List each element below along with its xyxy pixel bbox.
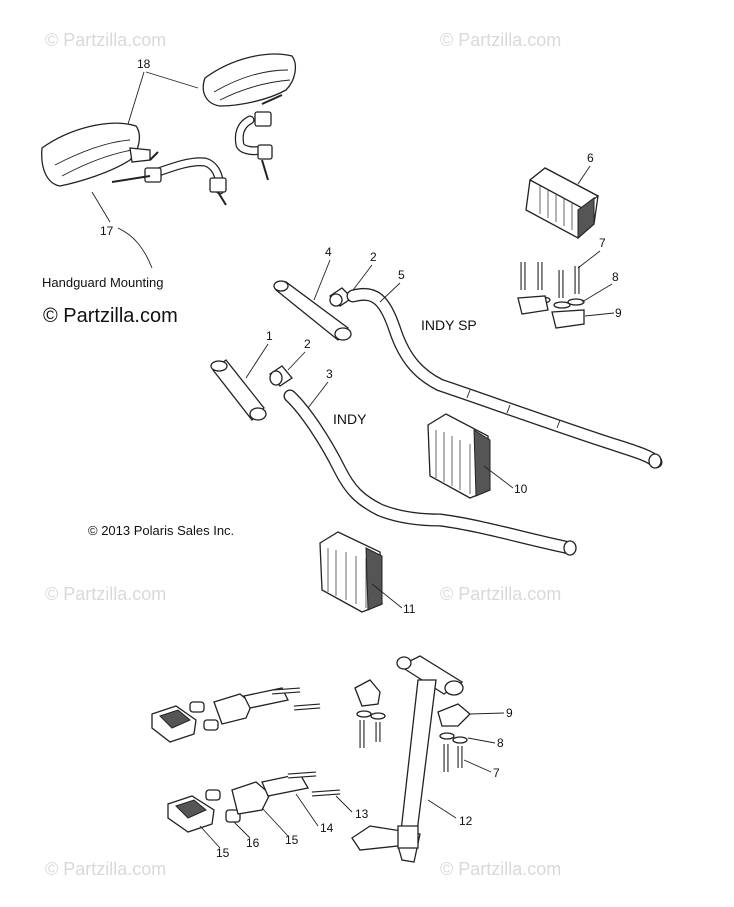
part-14-plate: [261, 773, 310, 797]
callout-13: 13: [355, 807, 369, 821]
part-10-pad: [427, 413, 491, 499]
callout-12: 12: [459, 814, 473, 828]
callout-7-upper: 7: [599, 236, 606, 250]
copyright-text: © 2013 Polaris Sales Inc.: [88, 523, 234, 538]
part-16-spacer: [225, 809, 241, 823]
indy-label: INDY: [333, 411, 367, 427]
part-3-handlebar-indy: [283, 389, 577, 556]
callout-15: 15: [216, 846, 230, 860]
callout-17: 17: [100, 224, 114, 238]
callout-14: 14: [320, 821, 334, 835]
handguard-right: [202, 53, 297, 107]
callout-2-upper: 2: [370, 250, 377, 264]
callout-4: 4: [325, 245, 332, 259]
partzilla-brand: © Partzilla.com: [43, 305, 178, 327]
part-11-pad: [319, 531, 383, 613]
part-15-riser-block-b: [231, 781, 271, 815]
riser-lower-row: [167, 771, 341, 833]
part-5-handlebar-indy-sp: [346, 287, 663, 469]
callout-2-lower: 2: [304, 337, 311, 351]
riser-upper-row: [151, 687, 321, 743]
watermark: © Partzilla.com: [440, 859, 561, 879]
callout-16: 16: [246, 836, 260, 850]
watermark: © Partzilla.com: [440, 30, 561, 50]
callout-3: 3: [326, 367, 333, 381]
watermark: © Partzilla.com: [45, 30, 166, 50]
handguard-assembly: [41, 53, 297, 206]
watermark: © Partzilla.com: [45, 859, 166, 879]
callout-1: 1: [266, 329, 273, 343]
callout-8-upper: 8: [612, 270, 619, 284]
part-1-grip: [210, 359, 267, 421]
indy-sp-label: INDY SP: [421, 317, 477, 333]
part-12-steering-post: [351, 655, 464, 863]
callout-8-lower: 8: [497, 736, 504, 750]
callout-18: 18: [137, 57, 151, 71]
lower-clamp-set-right: [354, 679, 471, 772]
callout-5: 5: [398, 268, 405, 282]
callout-15-b: 15: [285, 833, 299, 847]
watermark: © Partzilla.com: [440, 584, 561, 604]
part-2-sleeve-lower: [269, 365, 293, 387]
callout-9-upper: 9: [615, 306, 622, 320]
callout-11: 11: [403, 602, 416, 616]
callout-6: 6: [587, 151, 594, 165]
part-2-sleeve-upper: [328, 287, 354, 307]
part-6-handlebar-pad: [525, 167, 600, 240]
upper-clamp-set: [517, 262, 585, 329]
part-4-grip-tube: [273, 280, 352, 341]
callout-9-lower: 9: [506, 706, 513, 720]
watermark: © Partzilla.com: [45, 584, 166, 604]
callout-7-lower: 7: [493, 766, 500, 780]
handguard-mounting-label: Handguard Mounting: [42, 275, 163, 290]
handguard-left: [41, 122, 141, 187]
callout-10: 10: [514, 482, 528, 496]
